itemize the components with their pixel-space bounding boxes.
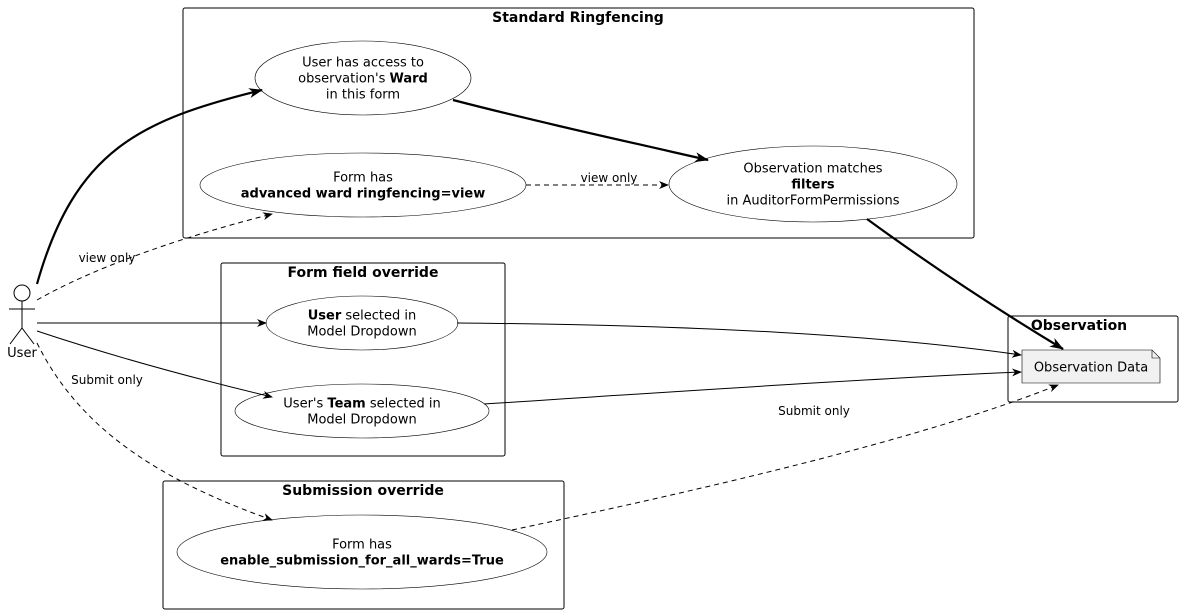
stick-figure-icon — [9, 284, 35, 345]
edge-label-view-only: view only — [581, 171, 638, 185]
label-run: Model Dropdown — [307, 325, 417, 340]
actor-label: User — [7, 346, 37, 361]
edge-filters-to-observation-data — [866, 218, 1064, 350]
label-line: Form has — [333, 171, 393, 186]
label-run: User has access to — [302, 56, 424, 71]
label-line: enable_submission_for_all_wards=True — [220, 554, 504, 569]
label-bold-run: filters — [791, 178, 835, 193]
artifact-observation-data: Observation Data — [1021, 349, 1161, 384]
edge-label-submit-only: Submit only — [71, 373, 143, 387]
label-bold-run: enable_submission_for_all_wards=True — [220, 554, 504, 569]
edge-team-selected-to-observation-data — [483, 368, 1022, 405]
edge-user-to-team-selected — [36, 330, 273, 399]
label-run: Model Dropdown — [307, 413, 417, 428]
label-line: in this form — [326, 88, 400, 103]
edge-label-submit-only: Submit only — [778, 404, 850, 418]
label-line: Observation matches — [743, 162, 882, 177]
label-line: User has access to — [302, 56, 424, 71]
label-run: User's — [283, 397, 327, 412]
edge-submission-to-observation-data — [511, 384, 1059, 531]
label-run: Observation Data — [1034, 361, 1148, 376]
label-line: in AuditorFormPermissions — [726, 194, 899, 209]
actor-user: User — [7, 284, 37, 361]
label-line: User's Team selected in — [283, 397, 440, 412]
label-bold-run: Team — [327, 397, 365, 412]
label-line: filters — [791, 178, 835, 193]
label-run: Observation matches — [743, 162, 882, 177]
label-run: Form has — [332, 538, 392, 553]
label-run: selected in — [341, 309, 416, 324]
package-title: Observation — [1031, 318, 1127, 334]
artifact-label: Observation Data — [1034, 361, 1148, 376]
package-title: Standard Ringfencing — [492, 10, 664, 26]
label-line: Model Dropdown — [307, 325, 417, 340]
label-run: observation's — [298, 72, 389, 87]
label-line: Observation Data — [1034, 361, 1148, 376]
package-title: Form field override — [288, 265, 439, 281]
package-title: Submission override — [282, 483, 444, 499]
label-line: advanced ward ringfencing=view — [241, 187, 486, 202]
edge-user-to-ward-access — [35, 88, 263, 285]
edge-user-to-advanced — [36, 212, 273, 301]
label-run: in AuditorFormPermissions — [726, 194, 899, 209]
label-line: Model Dropdown — [307, 413, 417, 428]
edge-label-view-only: view only — [79, 251, 136, 265]
label-bold-run: advanced ward ringfencing=view — [241, 187, 486, 202]
label-line: observation's Ward — [298, 72, 428, 87]
edge-ward-access-to-filters — [452, 98, 709, 162]
label-run: Form has — [333, 171, 393, 186]
label-run: selected in — [366, 397, 441, 412]
label-bold-run: Ward — [390, 72, 428, 87]
edge-user-selected-to-observation-data — [456, 322, 1022, 358]
label-bold-run: User — [308, 309, 342, 324]
label-line: User selected in — [308, 309, 417, 324]
label-run: in this form — [326, 88, 400, 103]
label-line: Form has — [332, 538, 392, 553]
edge-user-to-submission-override — [36, 342, 273, 521]
